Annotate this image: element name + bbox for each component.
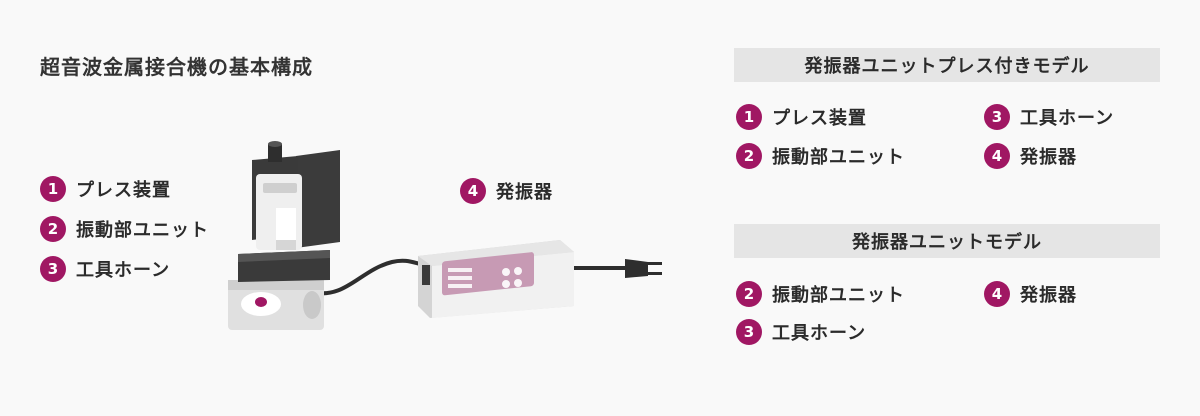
model-item-label: 振動部ユニット xyxy=(772,147,905,168)
connection-cable xyxy=(310,258,422,296)
model-item-label: 振動部ユニット xyxy=(772,285,905,306)
power-plug-icon xyxy=(574,259,662,278)
number-badge: 3 xyxy=(40,256,66,282)
model2-item-oscillator: 4 発振器 xyxy=(984,281,1077,307)
model2-item-tool-horn: 3 工具ホーン xyxy=(736,319,866,345)
number-badge: 1 xyxy=(736,104,762,130)
legend-item-oscillator: 4 発振器 xyxy=(460,178,553,204)
diagram-title: 超音波金属接合機の基本構成 xyxy=(40,55,313,79)
number-badge: 4 xyxy=(984,143,1010,169)
model1-item-vibration-unit: 2 振動部ユニット xyxy=(736,143,905,169)
legend-item-vibration-unit: 2 振動部ユニット xyxy=(40,216,209,242)
model-header-with-press: 発振器ユニットプレス付きモデル xyxy=(734,48,1160,82)
model-item-label: 発振器 xyxy=(1020,285,1077,306)
press-device xyxy=(228,141,340,330)
legend-label: 発振器 xyxy=(496,182,553,203)
legend-label: 振動部ユニット xyxy=(76,220,209,241)
model2-item-vibration-unit: 2 振動部ユニット xyxy=(736,281,905,307)
model-item-label: 工具ホーン xyxy=(772,323,867,344)
model-item-label: 工具ホーン xyxy=(1020,108,1115,129)
legend-item-press: 1 プレス装置 xyxy=(40,176,171,202)
number-badge: 3 xyxy=(984,104,1010,130)
model-header-unit-only: 発振器ユニットモデル xyxy=(734,224,1160,258)
number-badge: 2 xyxy=(736,281,762,307)
number-badge: 4 xyxy=(460,178,486,204)
model1-item-press: 1 プレス装置 xyxy=(736,104,867,130)
model1-item-oscillator: 4 発振器 xyxy=(984,143,1077,169)
model1-item-tool-horn: 3 工具ホーン xyxy=(984,104,1114,130)
legend-label: プレス装置 xyxy=(76,180,171,201)
oscillator-device xyxy=(418,240,574,318)
number-badge: 1 xyxy=(40,176,66,202)
legend-label: 工具ホーン xyxy=(76,260,171,281)
number-badge: 2 xyxy=(40,216,66,242)
number-badge: 2 xyxy=(736,143,762,169)
number-badge: 3 xyxy=(736,319,762,345)
model-item-label: プレス装置 xyxy=(772,108,867,129)
legend-item-tool-horn: 3 工具ホーン xyxy=(40,256,170,282)
number-badge: 4 xyxy=(984,281,1010,307)
model-item-label: 発振器 xyxy=(1020,147,1077,168)
